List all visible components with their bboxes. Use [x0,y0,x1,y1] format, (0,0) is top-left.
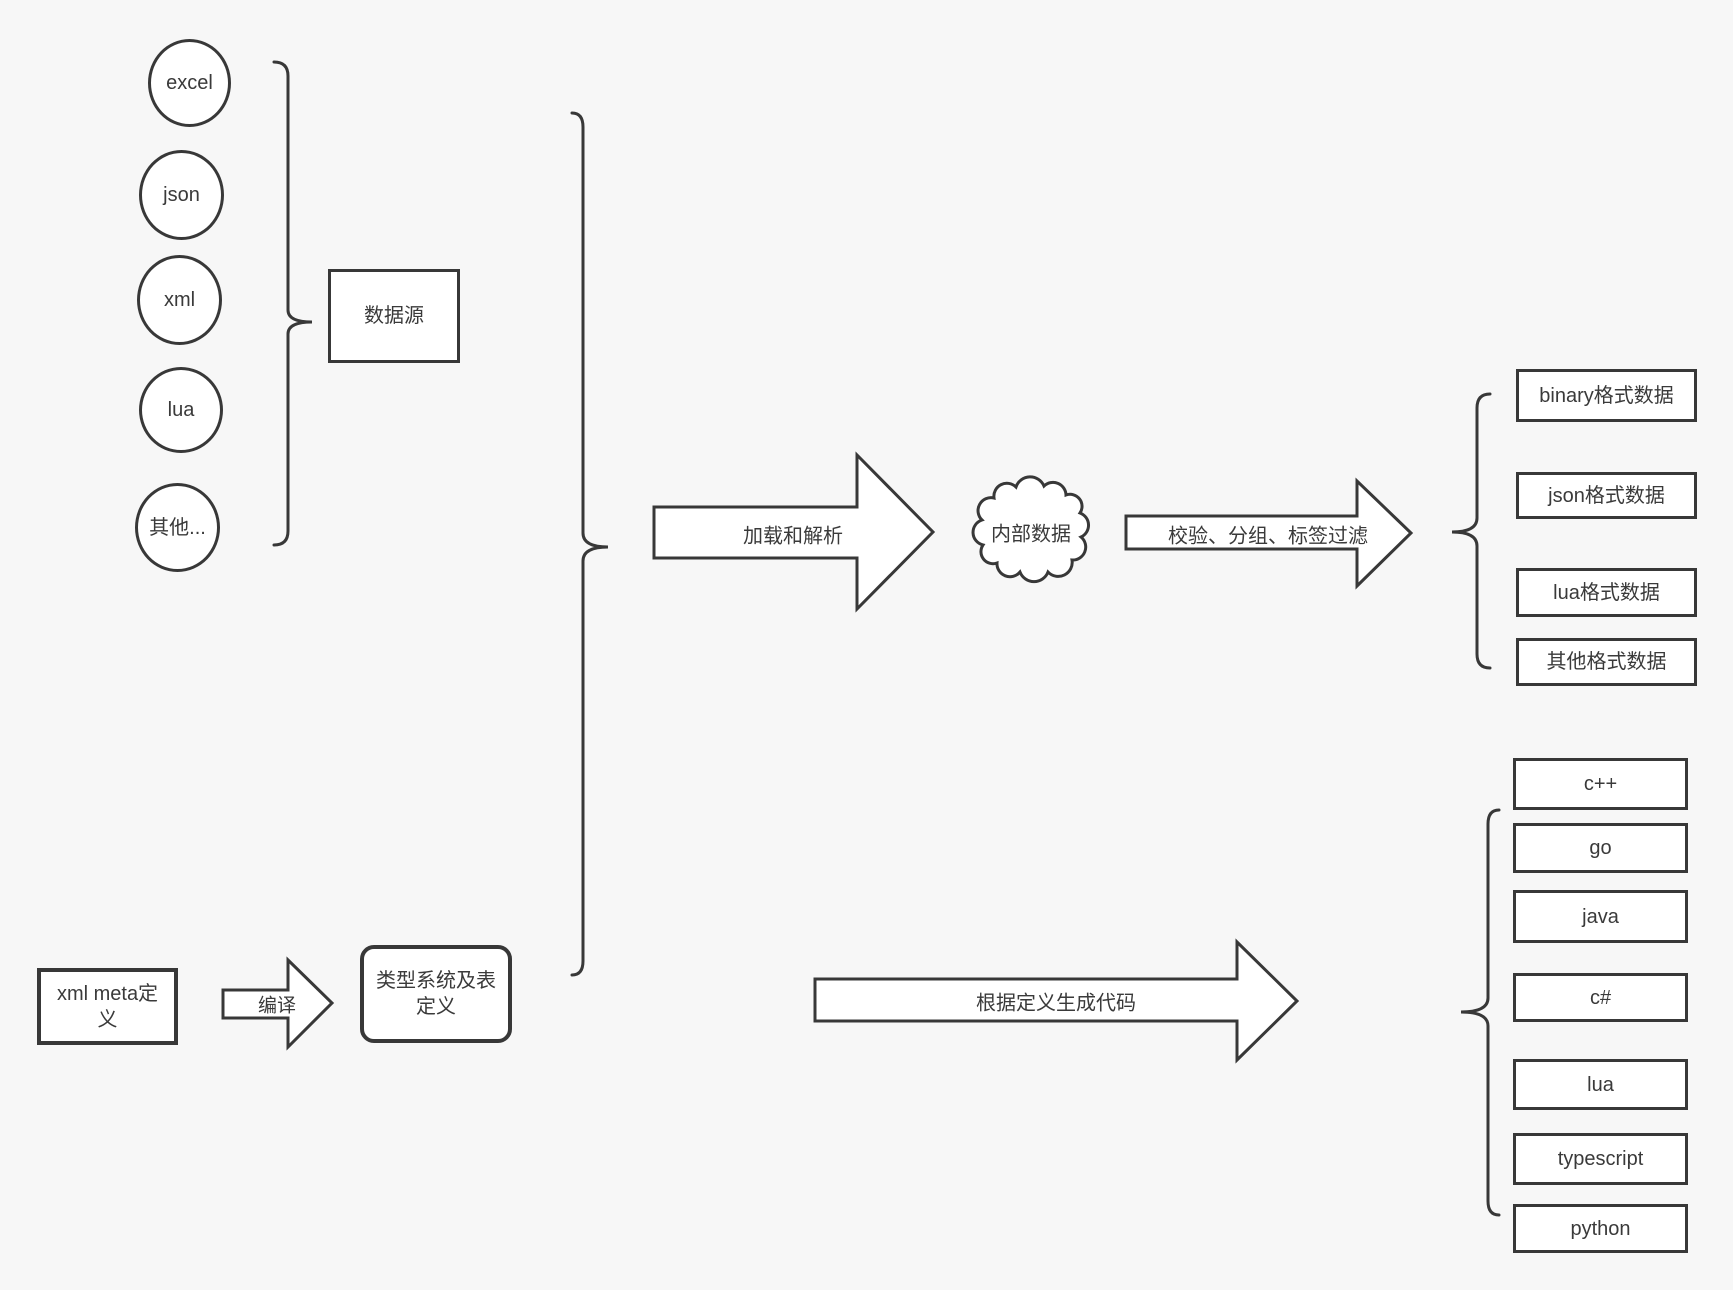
formats-brace [1451,392,1492,670]
format-box-lua-label: lua格式数据 [1553,581,1660,604]
sources-brace [272,60,313,547]
language-box-lua-label: lua [1587,1073,1614,1096]
language-box-go-label: go [1589,837,1612,859]
internal-data-label: 内部数据 [991,523,1071,546]
compile-arrow [221,956,335,1051]
source-node-xml: xml [137,255,222,345]
source-node-excel-label: excel [166,72,213,94]
format-box-json-label: json格式数据 [1548,484,1665,507]
filter-arrow-label: 校验、分组、标签过滤 [1168,525,1368,548]
language-box-java-label: java [1582,905,1619,928]
xml-meta-box: xml meta定义 [37,968,178,1045]
datasource-box-label: 数据源 [364,305,424,327]
format-box-json: json格式数据 [1516,472,1697,519]
format-box-other: 其他格式数据 [1516,638,1697,686]
source-node-excel: excel [148,39,231,127]
language-box-typescript: typescript [1513,1133,1688,1185]
internal-data-cloud [971,475,1091,584]
format-box-binary-label: binary格式数据 [1539,384,1674,407]
xml-meta-box-label: xml meta定义 [56,982,159,1031]
language-box-cpp: c++ [1513,758,1688,810]
source-node-other: 其他... [135,483,220,572]
codegen-arrow [813,938,1300,1064]
format-box-binary: binary格式数据 [1516,369,1697,422]
type-system-box: 类型系统及表定义 [360,945,512,1043]
source-node-json: json [139,150,224,240]
language-box-csharp: c# [1513,973,1688,1022]
language-box-typescript-label: typescript [1557,1148,1644,1170]
source-node-json-label: json [163,184,200,206]
format-box-other-label: 其他格式数据 [1546,651,1667,673]
load-parse-arrow [652,451,936,613]
filter-arrow [1124,477,1414,590]
language-box-lua: lua [1513,1059,1688,1110]
source-node-other-label: 其他... [149,516,206,539]
type-system-box-label: 类型系统及表定义 [376,970,496,1018]
language-box-go: go [1513,823,1688,873]
source-node-lua-label: lua [167,399,195,421]
format-box-lua: lua格式数据 [1516,568,1697,617]
codegen-arrow-label: 根据定义生成代码 [976,992,1136,1015]
source-node-xml-label: xml [163,289,196,311]
language-box-python-label: python [1570,1217,1631,1240]
compile-arrow-label: 编译 [257,995,297,1017]
main-brace [570,111,609,977]
languages-brace [1460,808,1501,1217]
language-box-cpp-label: c++ [1583,773,1618,795]
source-node-lua: lua [139,367,223,453]
language-box-java: java [1513,890,1688,943]
load-parse-arrow-label: 加载和解析 [743,525,843,548]
language-box-python: python [1513,1204,1688,1253]
language-box-csharp-label: c# [1589,986,1612,1009]
datasource-box: 数据源 [328,269,460,363]
